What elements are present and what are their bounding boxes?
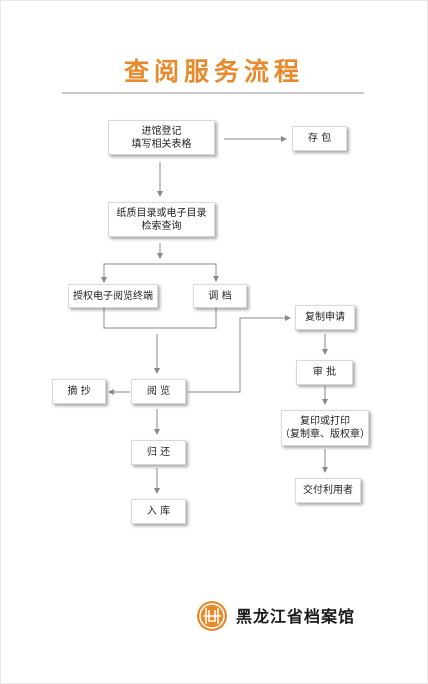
step-bag-label: 存 包 [307, 133, 332, 144]
step-approve: 审 批 [296, 360, 353, 385]
step-register-line1: 进馆登记 [141, 125, 182, 137]
step-register-line2: 填写相关表格 [131, 138, 192, 150]
step-bag: 存 包 [292, 126, 347, 151]
step-retrieve: 调 档 [193, 284, 247, 308]
step-catalog-line2: 检索查询 [141, 220, 182, 232]
page-title: 查阅服务流程 [123, 57, 304, 86]
step-read: 阅 览 [131, 379, 186, 404]
step-terminal: 授权电子阅览终端 [68, 284, 158, 308]
step-terminal-label: 授权电子阅览终端 [73, 290, 153, 302]
step-excerpt-label: 摘 抄 [67, 386, 91, 397]
step-print-line2: （复制章、版权章） [280, 429, 370, 440]
arrow-read-to-copy-request [188, 315, 291, 393]
step-read-label: 阅 览 [146, 386, 171, 397]
step-storage: 入 库 [131, 499, 186, 524]
step-copy-request-label: 复制申请 [305, 312, 345, 323]
step-excerpt: 摘 抄 [52, 379, 106, 404]
step-retrieve-label: 调 档 [208, 290, 232, 302]
step-deliver: 交付利用者 [295, 478, 361, 503]
step-register: 进馆登记 填写相关表格 [108, 120, 215, 155]
step-return-label: 归 还 [146, 447, 171, 458]
step-catalog-line1: 纸质目录或电子目录 [116, 207, 207, 219]
step-approve-label: 审 批 [312, 367, 337, 378]
step-return: 归 还 [131, 440, 186, 465]
step-print: 复印或打印 （复制章、版权章） [280, 410, 370, 446]
title-divider [62, 92, 364, 94]
branch-split [103, 263, 219, 282]
brand-name: 黑龙江省档案馆 [236, 607, 356, 626]
step-storage-label: 入 库 [146, 506, 171, 517]
step-print-line1: 复印或打印 [300, 416, 350, 427]
step-catalog: 纸质目录或电子目录 检索查询 [108, 202, 215, 237]
step-deliver-label: 交付利用者 [303, 485, 353, 496]
archive-seal-icon [196, 600, 228, 636]
step-copy-request: 复制申请 [295, 305, 355, 330]
branch-merge [103, 308, 217, 329]
